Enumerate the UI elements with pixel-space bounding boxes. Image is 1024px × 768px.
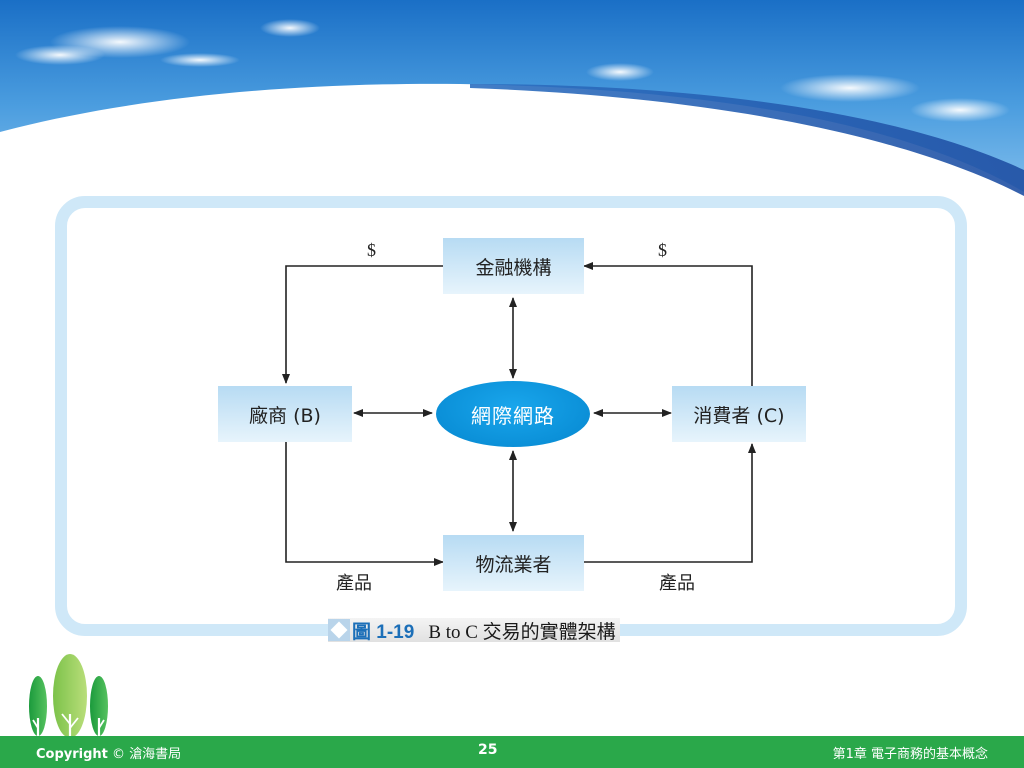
label-product-right: 產品 — [659, 573, 695, 594]
edge-consumer-to-bank — [583, 262, 753, 386]
footer-copyright: Copyright © 滄海書局 — [36, 743, 181, 762]
tree-logo-icon — [29, 654, 108, 738]
edge-bank-to-business — [282, 265, 443, 384]
label-product-left: 產品 — [336, 573, 372, 594]
edge-business-to-logistics — [285, 442, 444, 566]
footer-bar: Copyright © 滄海書局 25 第1章 電子商務的基本概念 — [0, 736, 1024, 768]
chapter-title: 第1章 電子商務的基本概念 — [832, 747, 988, 762]
copyright-publisher: © 滄海書局 — [112, 747, 182, 762]
edge-logistics-to-consumer — [584, 443, 756, 563]
node-internet: 網際網路 — [436, 381, 590, 447]
sky-banner — [0, 0, 1024, 196]
node-consumer: 消費者 (C) — [672, 386, 806, 442]
cloud-shapes — [15, 19, 1010, 122]
diamond-bullet-icon — [328, 619, 350, 641]
label-money-right: $ — [658, 240, 667, 260]
copyright-word: Copyright — [36, 747, 108, 762]
figure-number: 圖 1-19 — [352, 621, 415, 643]
page-number: 25 — [478, 742, 498, 758]
label-money-left: $ — [367, 240, 376, 260]
node-business: 廠商 (B) — [218, 386, 352, 442]
figure-caption: 圖 1-19 B to C 交易的實體架構 — [328, 618, 620, 643]
node-logistics: 物流業者 — [443, 535, 584, 591]
node-financial-institution: 金融機構 — [443, 238, 584, 294]
figure-title: B to C 交易的實體架構 — [428, 621, 616, 643]
